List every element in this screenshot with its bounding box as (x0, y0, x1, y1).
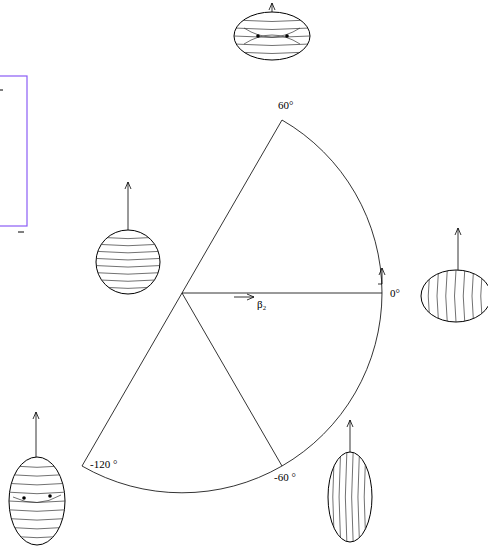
nucleus-shape (421, 270, 488, 322)
angle-label: -120 ° (90, 458, 117, 470)
axis-label: β₂ (257, 298, 266, 310)
angle-label: 60° (278, 99, 293, 111)
symmetry-axis (36, 3, 458, 457)
rotation-arrow (382, 268, 383, 284)
sector-outline (82, 120, 382, 493)
angle-label: 0° (390, 287, 400, 299)
nucleus-shape (96, 230, 160, 294)
angle-label: -60 ° (274, 471, 296, 483)
nucleus-shape (328, 452, 372, 542)
nucleus-shape (9, 457, 65, 545)
nucleus-shape (234, 12, 310, 60)
frame-box (0, 76, 27, 226)
axis-arrow (234, 297, 254, 298)
